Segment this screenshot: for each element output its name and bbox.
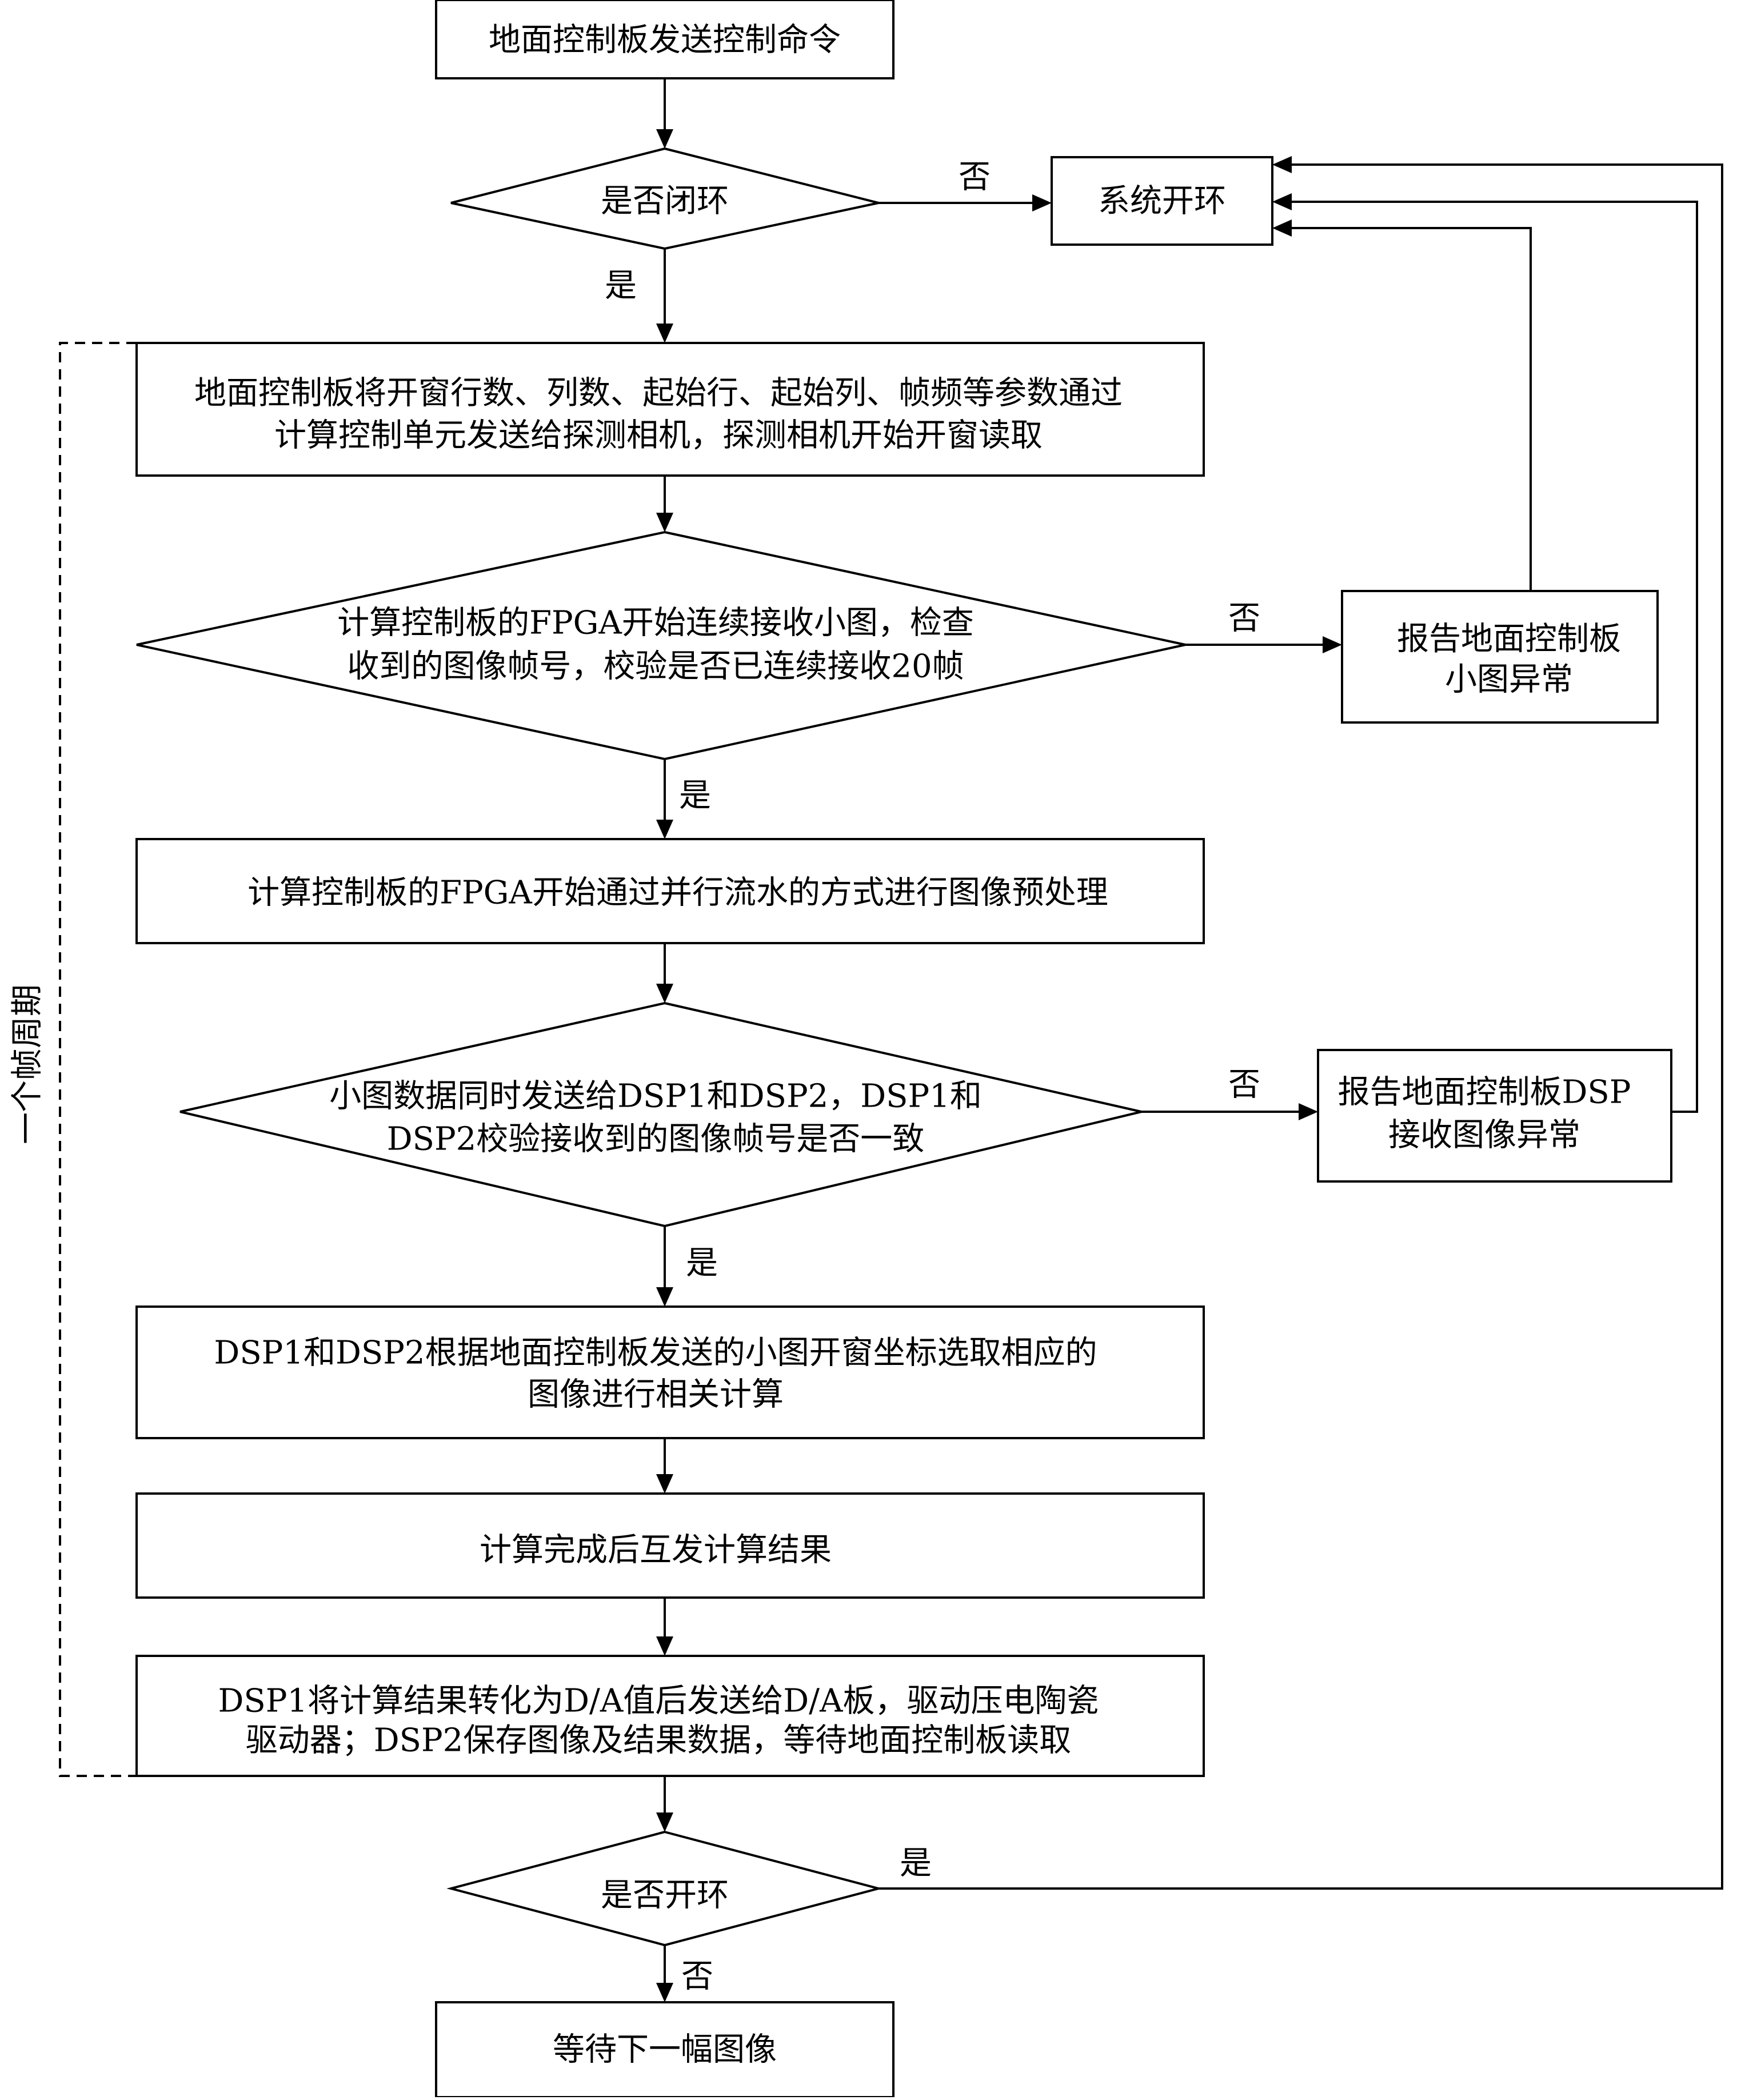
correlation-box [135, 1305, 1205, 1439]
frame-consistency-text-line1: 小图数据同时发送给DSP1和DSP2，DSP1和 [329, 1078, 982, 1115]
report-small-image-box [1341, 590, 1659, 724]
decision-closed-loop [450, 147, 879, 250]
decision-open-loop [446, 1830, 883, 1947]
frame-cycle-bracket [59, 342, 137, 1777]
arrowhead [656, 1636, 673, 1656]
output-text-line1: DSP1将计算结果转化为D/A值后发送给D/A板，驱动压电陶瓷 [218, 1683, 1099, 1720]
exchange-results-text: 计算完成后互发计算结果 [480, 1532, 832, 1569]
yes-label-open-loop: 是 [900, 1845, 932, 1882]
arrowhead [656, 1287, 673, 1307]
receive-frames-text-line1: 计算控制板的FPGA开始连续接收小图，检查 [337, 605, 974, 642]
no-label-receive-frames: 否 [1228, 600, 1260, 637]
connector [1288, 227, 1532, 591]
connector [1288, 201, 1698, 1113]
start-text: 地面控制板发送控制命令 [489, 22, 841, 59]
report-small-image-text-line1: 报告地面控制板 [1397, 621, 1621, 658]
yes-label-receive-frames: 是 [679, 777, 711, 815]
arrowhead [1272, 219, 1292, 237]
report-small-image-text-line2: 小图异常 [1445, 661, 1573, 698]
arrowhead [656, 984, 673, 1003]
no-label-open-loop: 否 [681, 1958, 713, 1995]
output-box [135, 1655, 1205, 1777]
arrowhead [656, 1474, 673, 1494]
receive-frames-text-line2: 收到的图像帧号，校验是否已连续接收20帧 [347, 648, 964, 685]
yes-label-closed-loop: 是 [605, 268, 637, 305]
arrowhead [656, 820, 673, 839]
output-text-line2: 驱动器；DSP2保存图像及结果数据，等待地面控制板读取 [246, 1722, 1072, 1759]
no-label-closed-loop: 否 [959, 159, 991, 196]
arrowhead [1323, 636, 1342, 653]
arrowhead [656, 129, 673, 149]
arrowhead [1272, 156, 1292, 173]
system-open-loop-text: 系统开环 [1098, 183, 1226, 220]
system-open-loop-box [1051, 156, 1273, 246]
decision-frame-consistency [179, 1001, 1142, 1228]
preprocess-box [135, 838, 1205, 944]
set-params-box [135, 342, 1205, 477]
exchange-results-box [135, 1492, 1205, 1599]
set-params-text-line1: 地面控制板将开窗行数、列数、起始行、起始列、帧频等参数通过 [194, 375, 1123, 412]
arrowhead [656, 513, 673, 532]
arrowhead [1272, 193, 1292, 210]
end-box [435, 2001, 895, 2098]
yes-label-frame-consistency: 是 [686, 1245, 718, 1282]
end-text: 等待下一幅图像 [553, 2031, 777, 2069]
start-box [435, 0, 895, 79]
report-dsp-text-line2: 接收图像异常 [1388, 1117, 1580, 1154]
arrowhead [656, 324, 673, 343]
arrowhead [656, 1983, 673, 2002]
correlation-text-line1: DSP1和DSP2根据地面控制板发送的小图开窗坐标选取相应的 [214, 1335, 1097, 1372]
arrowhead [656, 1812, 673, 1832]
set-params-text-line2: 计算控制单元发送给探测相机，探测相机开始开窗读取 [274, 417, 1043, 454]
preprocess-text: 计算控制板的FPGA开始通过并行流水的方式进行图像预处理 [247, 875, 1108, 912]
correlation-text-line2: 图像进行相关计算 [528, 1376, 784, 1414]
decision-open-loop-text: 是否开环 [601, 1877, 729, 1914]
no-label-frame-consistency: 否 [1228, 1067, 1260, 1104]
report-dsp-text-line1: 报告地面控制板DSP [1338, 1074, 1631, 1111]
arrowhead [1032, 194, 1052, 211]
decision-closed-loop-text: 是否闭环 [601, 183, 729, 220]
connector [879, 163, 1723, 1890]
decision-receive-frames [136, 530, 1186, 761]
arrowhead [1299, 1103, 1318, 1120]
report-dsp-box [1317, 1049, 1672, 1183]
frame-consistency-text-line2: DSP2校验接收到的图像帧号是否一致 [387, 1121, 925, 1158]
frame-cycle-label: 一个帧周期 [9, 984, 46, 1144]
